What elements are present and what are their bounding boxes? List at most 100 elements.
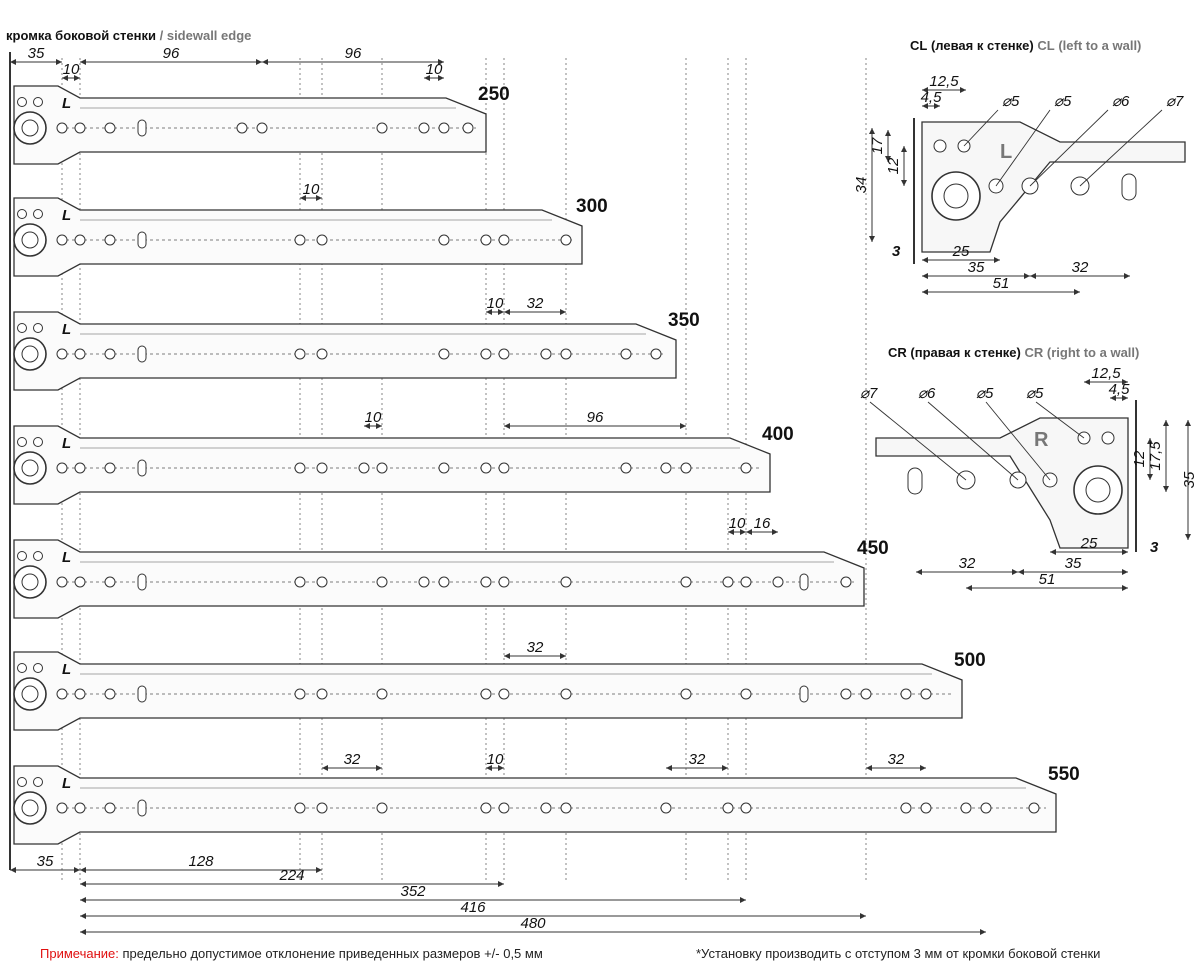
dim-r550-10-label: 10 [487,751,504,768]
cr-dim-3: 3 [1150,539,1159,556]
cl-dim-32-arrow-a [1030,273,1036,279]
cl-dim-35-label: 35 [968,259,985,276]
note-label: Примечание: [40,946,119,961]
cl-dim-dia-2: ⌀6 [1112,93,1130,110]
cr-dim-12_5-arrow-a [1084,379,1090,385]
mount-hole [920,802,932,814]
dim-bottom-416-label: 416 [460,899,486,916]
cr-code-en: CR [1024,345,1044,360]
sidewall-label-ru: кромка боковой стенки [6,28,156,43]
cl-code-en: CL [1037,38,1055,53]
dim-r500-32-arrow-a [504,653,510,659]
cr-dim-35-arrow-a [1018,569,1024,575]
dim-top-10b-arrow-a [424,75,430,81]
mount-hole [560,802,572,814]
cl-slot [1121,173,1137,201]
dim-bottom-224-arrow-b [498,881,504,887]
dim-bottom-224-arrow-a [80,881,86,887]
rail-350: L 350 [13,310,700,391]
mount-hole [74,576,86,588]
mount-hole [840,576,852,588]
dim-top-10b-arrow-b [438,75,444,81]
front-hole [17,209,27,219]
rail-side-mark: L [62,321,71,338]
roller-hub [21,345,39,363]
cl-dim-dia-0: ⌀5 [1002,93,1020,110]
dim-r350-10-arrow-a [486,309,492,315]
mount-hole [74,802,86,814]
sidewall-label-en: / sidewall edge [159,28,252,43]
cr-dim-17_5-arrow-a [1163,420,1169,426]
cr-dim-35v-arrow-b [1185,534,1191,540]
mount-hole [620,462,632,474]
mount-hole [56,462,68,474]
mount-hole [104,688,116,700]
mount-hole [498,576,510,588]
cl-title: CL (левая к стенке) CL (left to a wall) [910,38,1141,53]
rail-side-mark: L [62,549,71,566]
front-hole [17,551,27,561]
cl-dim-17-arrow-b [885,156,891,162]
rail-500: L 500 [13,650,986,731]
slot-hole [799,573,809,591]
mount-hole [740,576,752,588]
slot-hole [137,231,147,249]
mount-hole [104,576,116,588]
dim-r550-32b-arrow-a [666,765,672,771]
cl-leader [995,109,1051,187]
mount-hole [740,462,752,474]
install-note: *Установку производить с отступом 3 мм о… [696,946,1101,961]
dim-bottom-128-arrow-b [316,867,322,873]
slot-hole [137,685,147,703]
cl-code-ru: CL [910,38,928,53]
dim-r500-32-arrow-b [560,653,566,659]
rail-body [13,85,487,165]
rail-size-label: 350 [668,310,700,331]
dim-r550-32a-arrow-a [322,765,328,771]
mount-hole [438,348,450,360]
dim-r400-96-arrow-b [680,423,686,429]
dim-r400-96-arrow-a [504,423,510,429]
mount-hole [294,802,306,814]
mount-hole [480,802,492,814]
mount-hole [104,348,116,360]
dim-top-10a-arrow-b [74,75,80,81]
cl-dim-3: 3 [892,243,901,260]
mount-hole [650,348,662,360]
dim-r300-10-arrow-a [300,195,306,201]
dim-r550-32b-label: 32 [689,751,706,768]
dim-r450-16-arrow-a [746,529,752,535]
mount-hole [480,462,492,474]
cr-dim-dia-2: ⌀5 [976,385,994,402]
mount-hole [74,122,86,134]
front-hole [33,209,43,219]
cr-dim-17_5-label: 17,5 [1147,441,1164,471]
rail-body [13,539,865,619]
cl-side-mark: L [1000,141,1012,163]
cl-desc-ru: (левая к стенке) [930,38,1034,53]
rail-size-label: 500 [954,650,986,671]
dim-bottom-480-arrow-a [80,929,86,935]
mount-hole [236,122,248,134]
mount-hole [722,576,734,588]
dim-bottom-224-label: 224 [278,867,304,884]
front-hole [33,777,43,787]
rail-side-mark: L [62,661,71,678]
mount-hole [104,462,116,474]
front-hole [33,437,43,447]
mount-hole [56,122,68,134]
dim-r350-32-arrow-b [560,309,566,315]
mount-hole [104,234,116,246]
cr-dim-4_5-arrow-b [1122,395,1128,401]
mount-hole [376,462,388,474]
tolerance-note: Примечание: предельно допустимое отклоне… [40,946,543,961]
cl-dim-25-arrow-b [994,257,1000,263]
roller-hub [21,799,39,817]
dim-r400-10-arrow-a [364,423,370,429]
cl-dim-34-arrow-b [869,236,875,242]
